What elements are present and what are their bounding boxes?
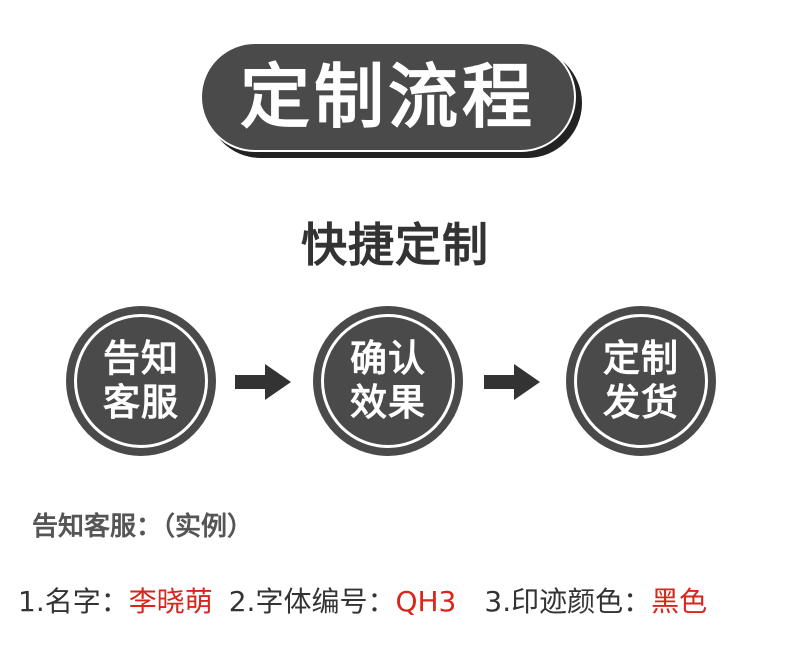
arrow-right-icon [484, 364, 540, 400]
title-banner: 定制流程 [200, 42, 584, 158]
ink-color-value: 黑色 [651, 585, 708, 618]
example-label: 告知客服：（实例） [32, 512, 254, 542]
process-steps: 告知 客服 确认 效果 定制 发货 [0, 306, 790, 456]
font-code-value: QH3 [395, 585, 457, 618]
step-ring: 告知 客服 [74, 314, 208, 448]
font-code-label: 2.字体编号： [228, 585, 396, 618]
example-info-line: 1.名字：李晓萌 2.字体编号：QH3 3.印迹颜色：黑色 [18, 588, 707, 616]
name-value: 李晓萌 [128, 585, 213, 618]
step-line-1: 定制 [603, 337, 679, 380]
step-line-1: 确认 [350, 337, 426, 380]
step-line-2: 发货 [603, 381, 679, 424]
step-line-1: 告知 [103, 337, 179, 380]
step-customize-ship: 定制 发货 [566, 306, 716, 456]
step-confirm-effect: 确认 效果 [313, 306, 463, 456]
banner-title: 定制流程 [240, 56, 536, 138]
step-ring: 确认 效果 [321, 314, 455, 448]
ink-color-label: 3.印迹颜色： [484, 585, 652, 618]
section-subtitle: 快捷定制 [301, 218, 489, 272]
arrow-right-icon [235, 364, 291, 400]
name-label: 1.名字： [18, 585, 129, 618]
step-contact-service: 告知 客服 [66, 306, 216, 456]
step-line-2: 客服 [103, 381, 179, 424]
step-ring: 定制 发货 [574, 314, 708, 448]
banner-pill: 定制流程 [200, 42, 576, 152]
step-line-2: 效果 [350, 381, 426, 424]
